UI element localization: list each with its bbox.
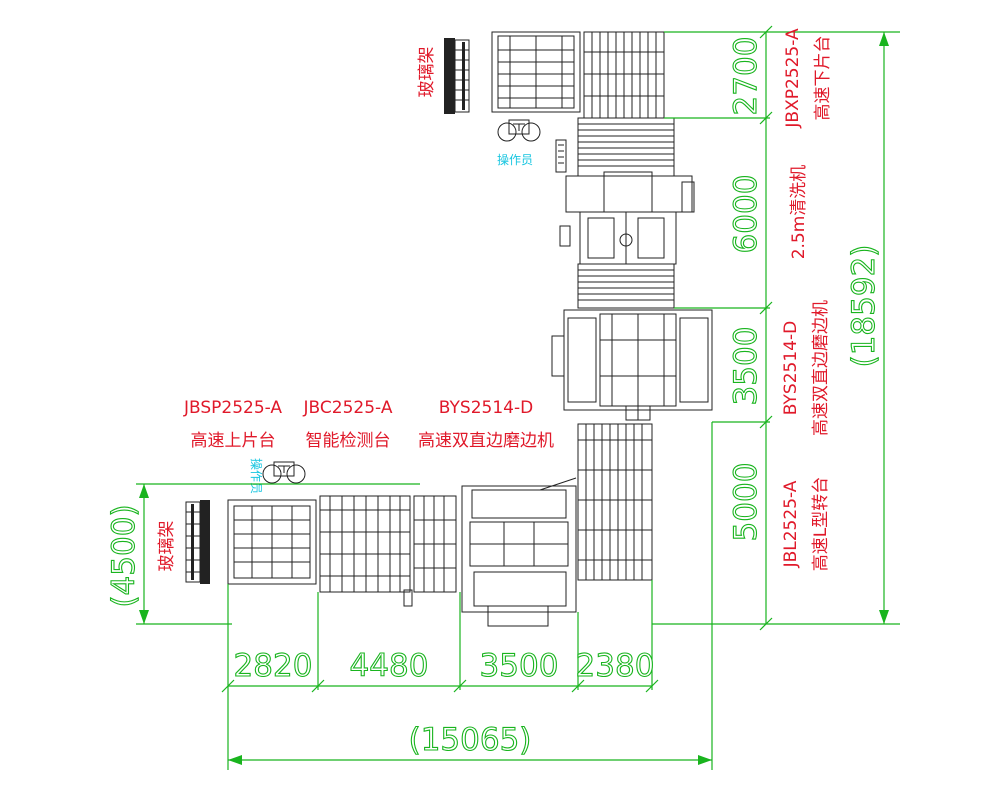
edger-vertical-name: 高速双直边磨边机 [811,300,831,436]
operator-top-label: 操作员 [497,152,533,167]
turn-model: JBL2525-A [781,480,801,568]
dim-horizontal-2: 4480 [350,648,429,684]
inspect-model: JBC2525-A [303,398,393,418]
load-model: JBSP2525-A [183,398,282,418]
glass-rack-left [185,500,210,584]
dim-vertical-1: 2700 [728,37,764,116]
turn-table [577,423,653,581]
dim-vertical-3: 3500 [728,327,764,406]
unload-table [491,31,665,119]
dim-horizontal-1: 2820 [234,648,313,684]
glass-rack-top [444,38,470,114]
edger-horizontal [461,477,577,627]
operator-left-label: 操作员 [249,458,264,494]
operator-icon [497,119,541,142]
dim-vertical-2: 6000 [728,175,764,254]
dim-left-height: (4500) [106,504,142,607]
load-table [227,499,317,585]
inspect-table [319,495,457,607]
dim-horizontal-total: (15065) [409,722,532,758]
unload-model: JBXP2525-A [783,28,803,129]
edger-vertical [551,309,713,421]
control-panel-icon [555,139,567,173]
unload-name: 高速下片台 [813,36,833,121]
edger-horizontal-name: 高速双直边磨边机 [418,431,554,451]
edger-horizontal-model: BYS2514-D [439,398,533,418]
load-name: 高速上片台 [191,431,276,451]
edger-vertical-model: BYS2514-D [781,321,801,415]
dim-horizontal-3: 3500 [480,648,559,684]
washer-name: 2.5m清洗机 [789,165,809,260]
turn-name: 高速L型转台 [811,477,831,571]
dim-horizontal-4: 2380 [576,648,655,684]
dim-vertical-4: 5000 [728,463,764,542]
glass-rack-left-label: 玻璃架 [157,521,177,572]
dim-vertical-total: (18592) [846,245,882,368]
glass-rack-top-label: 玻璃架 [417,47,437,98]
washer-machine [559,117,695,309]
inspect-name: 智能检测台 [306,431,391,451]
operator-icon-left [262,461,306,484]
